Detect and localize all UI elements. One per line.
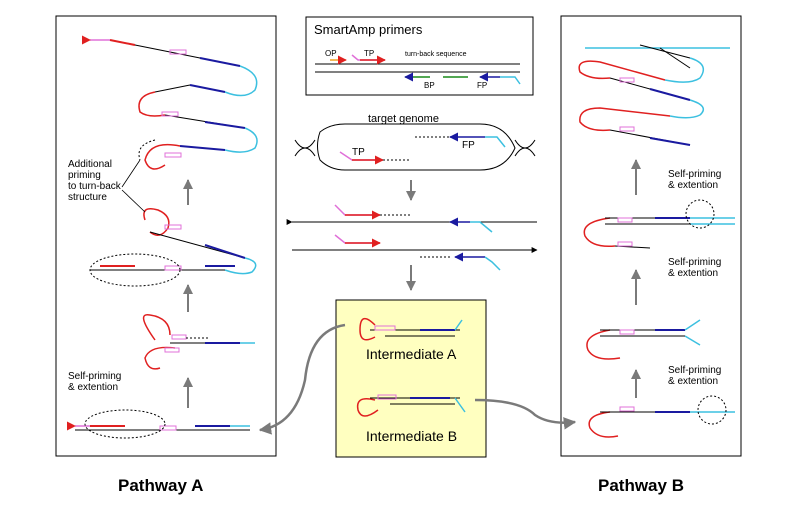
pathway-b-panel xyxy=(560,15,742,457)
primers-tp-label: TP xyxy=(364,49,375,58)
primers-turnback-label: turn-back sequence xyxy=(405,51,467,58)
primers-op-label: OP xyxy=(325,49,337,58)
pathway-b-self-priming-bottom-1: Self-priming xyxy=(668,365,722,376)
arrow-to-pathway-b xyxy=(474,398,577,430)
target-genome-shape xyxy=(294,123,536,171)
primers-title: SmartAmp primers xyxy=(314,22,423,37)
pathway-b-self-priming-top-2: & extention xyxy=(668,180,719,191)
intermediate-panel xyxy=(335,299,487,458)
double-strand-products xyxy=(286,204,538,271)
pathway-b-structure-1 xyxy=(578,44,730,146)
intermediate-b-label: Intermediate B xyxy=(366,428,458,444)
pathway-b-self-priming-mid-2: & extention xyxy=(668,268,719,279)
primers-bp-label: BP xyxy=(424,81,435,90)
intermediate-a-schematic xyxy=(359,317,463,341)
pathway-b-self-priming-top-1: Self-priming xyxy=(668,169,722,180)
primers-schematic xyxy=(315,54,521,85)
additional-priming-line-2: priming xyxy=(68,170,101,181)
pathway-a-structure-1 xyxy=(81,35,258,170)
arrow-to-pathway-a xyxy=(258,323,346,435)
additional-priming-line-1: Additional xyxy=(68,159,112,170)
pathway-b-structure-4 xyxy=(588,395,735,438)
genome-fp-label: FP xyxy=(462,140,475,151)
additional-priming-line-4: structure xyxy=(68,192,107,203)
genome-tp-label: TP xyxy=(352,147,365,158)
pathway-b-structure-2 xyxy=(583,199,735,249)
pointer-line-1 xyxy=(121,159,141,188)
intermediate-a-label: Intermediate A xyxy=(366,346,457,362)
primers-fp-label: FP xyxy=(477,81,488,90)
pathway-a-self-priming-1: Self-priming xyxy=(68,371,122,382)
pathway-b-title: Pathway B xyxy=(598,476,684,495)
pathway-a-structure-4 xyxy=(66,409,250,439)
primers-panel xyxy=(305,16,534,96)
pointer-line-2 xyxy=(121,189,146,213)
target-genome-label: target genome xyxy=(368,113,439,125)
pathway-b-self-priming-bottom-2: & extention xyxy=(668,376,719,387)
additional-priming-line-3: to turn-back xyxy=(68,181,121,192)
pathway-b-self-priming-mid-1: Self-priming xyxy=(668,257,722,268)
pathway-a-structure-3 xyxy=(142,313,255,370)
pathway-a-title: Pathway A xyxy=(118,476,204,495)
intermediate-b-schematic xyxy=(356,394,466,417)
pathway-b-structure-3 xyxy=(586,319,701,360)
pathway-a-panel xyxy=(55,15,277,457)
pathway-a-structure-2 xyxy=(89,208,257,287)
pathway-a-self-priming-2: & extention xyxy=(68,382,119,393)
